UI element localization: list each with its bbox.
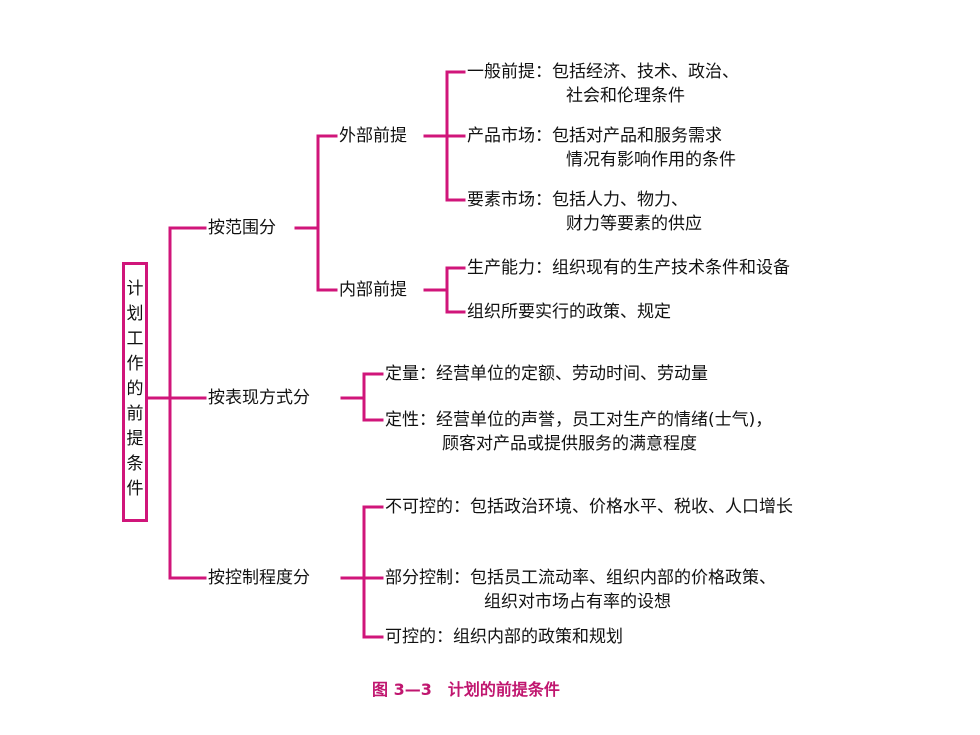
leaf-controllable: 可控的：组织内部的政策和规划 (385, 627, 623, 647)
figure-caption: 图 3—3 计划的前提条件 (372, 680, 560, 699)
node-by-control: 按控制程度分 (208, 568, 310, 588)
leaf-factor-line1: 要素市场：包括人力、物力、 (467, 190, 688, 210)
leaf-capacity: 生产能力：组织现有的生产技术条件和设备 (467, 258, 790, 278)
leaf-qualitative-line1: 定性：经营单位的声誉，员工对生产的情绪(士气)， (385, 410, 773, 430)
root-label: 计划工作的前提条件 (126, 279, 144, 499)
node-external-premise: 外部前提 (339, 126, 407, 146)
leaf-uncontrollable: 不可控的：包括政治环境、价格水平、税收、人口增长 (385, 497, 793, 517)
leaf-general-line1: 一般前提：包括经济、技术、政治、 (467, 62, 739, 82)
leaf-product-line1: 产品市场：包括对产品和服务需求 (467, 126, 722, 146)
root-box: 计划工作的前提条件 (122, 262, 148, 522)
leaf-general-line2: 社会和伦理条件 (566, 86, 685, 106)
leaf-qualitative-line2: 顾客对产品或提供服务的满意程度 (442, 434, 697, 454)
leaf-partial-line1: 部分控制：包括员工流动率、组织内部的价格政策、 (385, 568, 776, 588)
node-internal-premise: 内部前提 (339, 280, 407, 300)
node-by-expression: 按表现方式分 (208, 388, 310, 408)
leaf-product-line2: 情况有影响作用的条件 (566, 150, 736, 170)
leaf-partial-line2: 组织对市场占有率的设想 (484, 592, 671, 612)
leaf-quantitative: 定量：经营单位的定额、劳动时间、劳动量 (385, 364, 708, 384)
leaf-factor-line2: 财力等要素的供应 (566, 214, 702, 234)
leaf-policy: 组织所要实行的政策、规定 (467, 302, 671, 322)
node-by-scope: 按范围分 (208, 218, 276, 238)
